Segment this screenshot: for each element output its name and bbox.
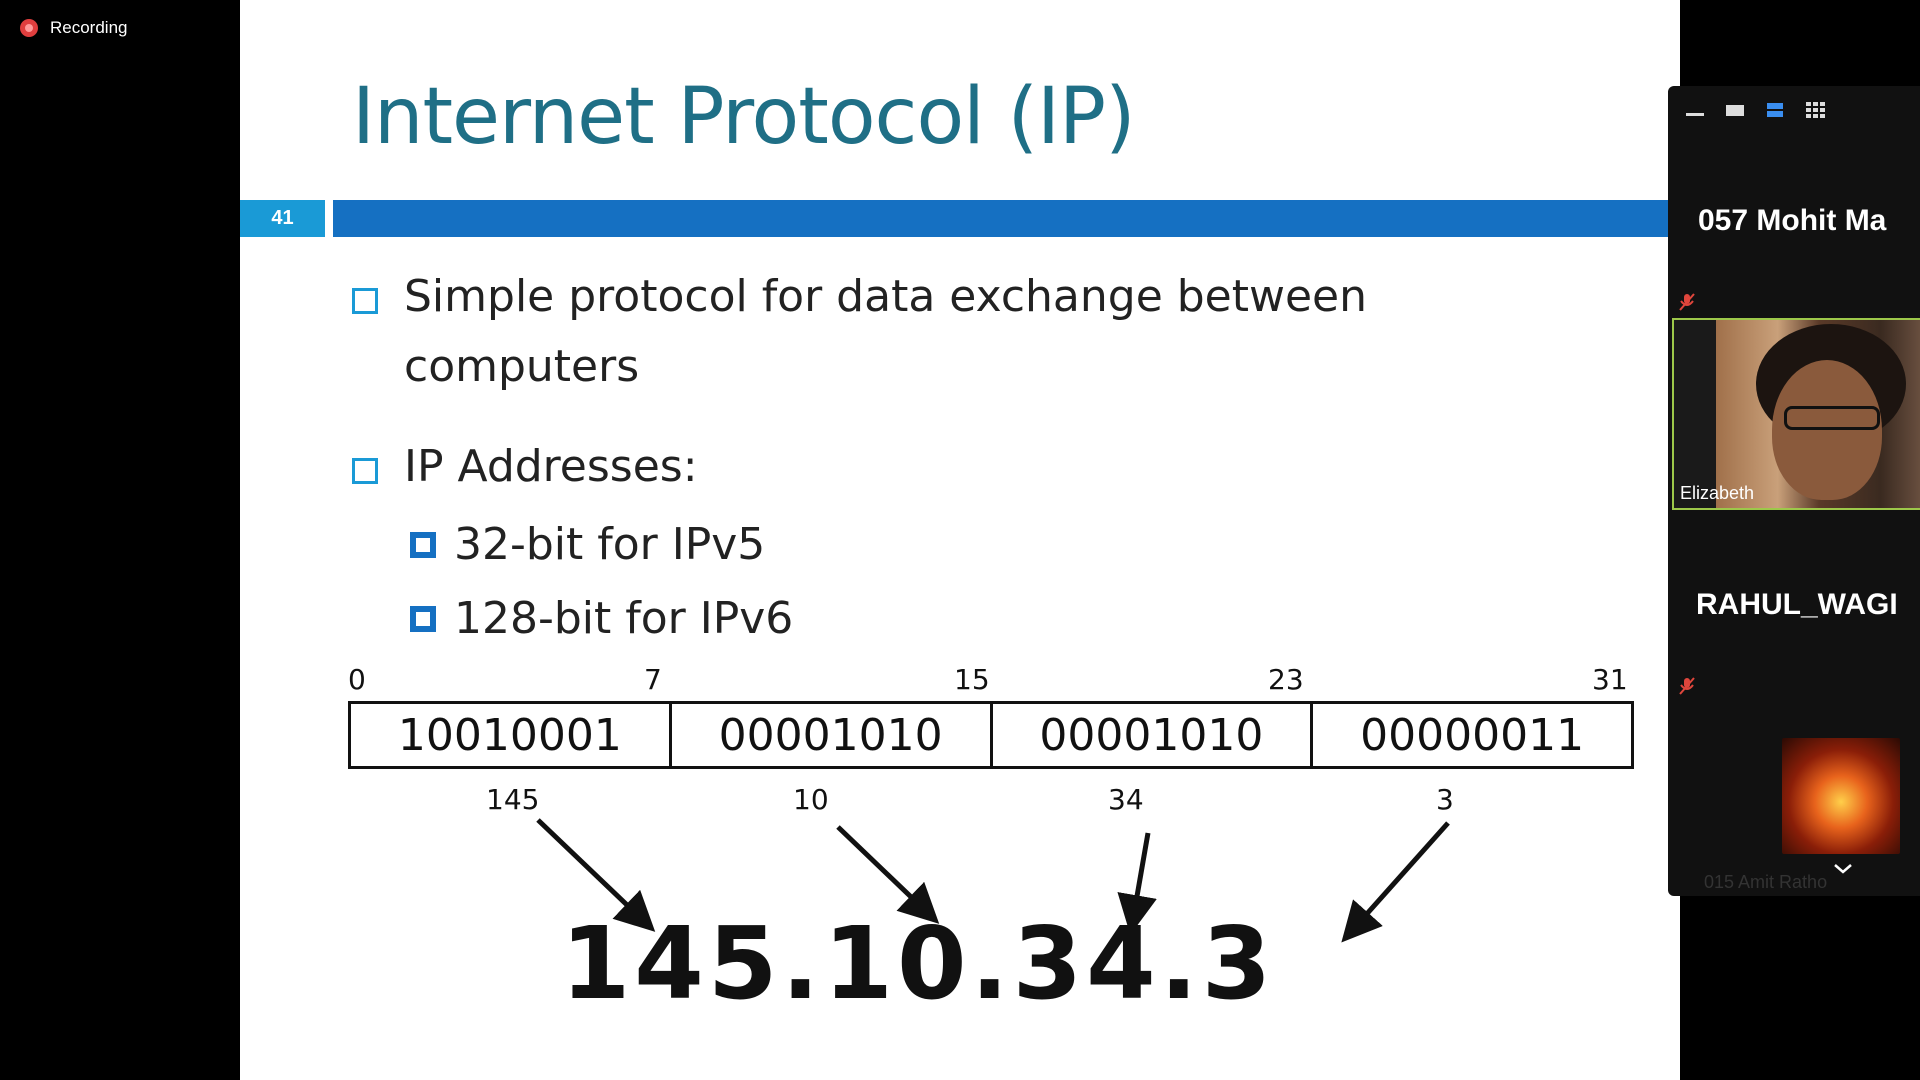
byte-cell: 00000011 [1360, 709, 1585, 761]
slide-number: 41 [240, 200, 325, 237]
participant-name: RAHUL_WAGI [1696, 588, 1898, 621]
shared-slide: Internet Protocol (IP) 41 Simple protoco… [240, 0, 1680, 1080]
muted-mic-icon [1679, 293, 1695, 311]
minimize-icon[interactable] [1684, 102, 1706, 118]
bit-position: 7 [644, 663, 662, 696]
recording-label: Recording [50, 18, 128, 37]
ip-address-result: 145.10.34.3 [560, 905, 1276, 1022]
participant-name: 057 Mohit Ma [1698, 204, 1887, 237]
arrow-line [536, 818, 656, 932]
sub-bullet-item: 128-bit for IPv6 [410, 592, 1552, 646]
decimal-value: 3 [1436, 783, 1454, 816]
sub-bullet-item: 32-bit for IPv5 [410, 518, 1552, 572]
filled-square-bullet-icon [410, 532, 436, 558]
muted-mic-icon [1679, 677, 1695, 695]
sub-bullet-text: 32-bit for IPv5 [454, 519, 766, 570]
record-icon [20, 19, 38, 37]
decimal-value: 145 [486, 783, 540, 816]
sub-bullet-text: 128-bit for IPv6 [454, 593, 794, 644]
strip-view-icon[interactable] [1764, 102, 1786, 118]
bit-position: 31 [1592, 663, 1628, 696]
bullet-list: Simple protocol for data exchange betwee… [352, 262, 1552, 666]
view-toolbar [1668, 86, 1920, 134]
chevron-down-icon[interactable] [1832, 862, 1854, 876]
video-feed [1772, 360, 1882, 500]
gallery-view-icon[interactable] [1804, 102, 1826, 118]
bit-position: 0 [348, 663, 366, 696]
byte-cell: 10010001 [351, 704, 672, 766]
participant-avatar [1782, 738, 1900, 854]
decimal-value: 34 [1108, 783, 1144, 816]
byte-cell: 00001010 [672, 704, 993, 766]
title-bar [333, 200, 1680, 237]
video-feed [1784, 406, 1880, 430]
bullet-item: Simple protocol for data exchange betwee… [352, 262, 1552, 402]
arrow-line [1117, 832, 1157, 935]
arrow-line [1341, 821, 1450, 943]
bullet-item: IP Addresses: [352, 432, 1552, 502]
arrows [536, 818, 1450, 943]
recording-indicator[interactable]: Recording [20, 18, 128, 38]
speaker-view-icon[interactable] [1724, 102, 1746, 118]
filled-square-bullet-icon [410, 606, 436, 632]
bit-position: 15 [954, 663, 990, 696]
participant-name: 015 Amit Ratho [1704, 872, 1828, 892]
slide-title: Internet Protocol (IP) [352, 72, 1136, 162]
square-bullet-icon [352, 288, 378, 314]
arrow-line [836, 825, 940, 924]
bullet-text: Simple protocol for data exchange betwee… [404, 271, 1368, 392]
participant-panel: 057 Mohit Ma Elizabeth RAHUL_WAGI 015 Am… [1668, 86, 1920, 896]
byte-row: 10010001 00001010 00001010 00000011 [348, 701, 1634, 769]
ip-address-diagram: 0 7 15 23 31 10010001 00001010 00001010 … [348, 655, 1648, 1055]
bit-position: 23 [1268, 663, 1304, 696]
decimal-value: 10 [793, 783, 829, 816]
square-bullet-icon [352, 458, 378, 484]
byte-cell: 00001010 [993, 704, 1314, 766]
active-speaker-video[interactable]: Elizabeth [1672, 318, 1920, 510]
bullet-text: IP Addresses: [404, 441, 698, 492]
video-name-label: Elizabeth [1680, 483, 1755, 503]
